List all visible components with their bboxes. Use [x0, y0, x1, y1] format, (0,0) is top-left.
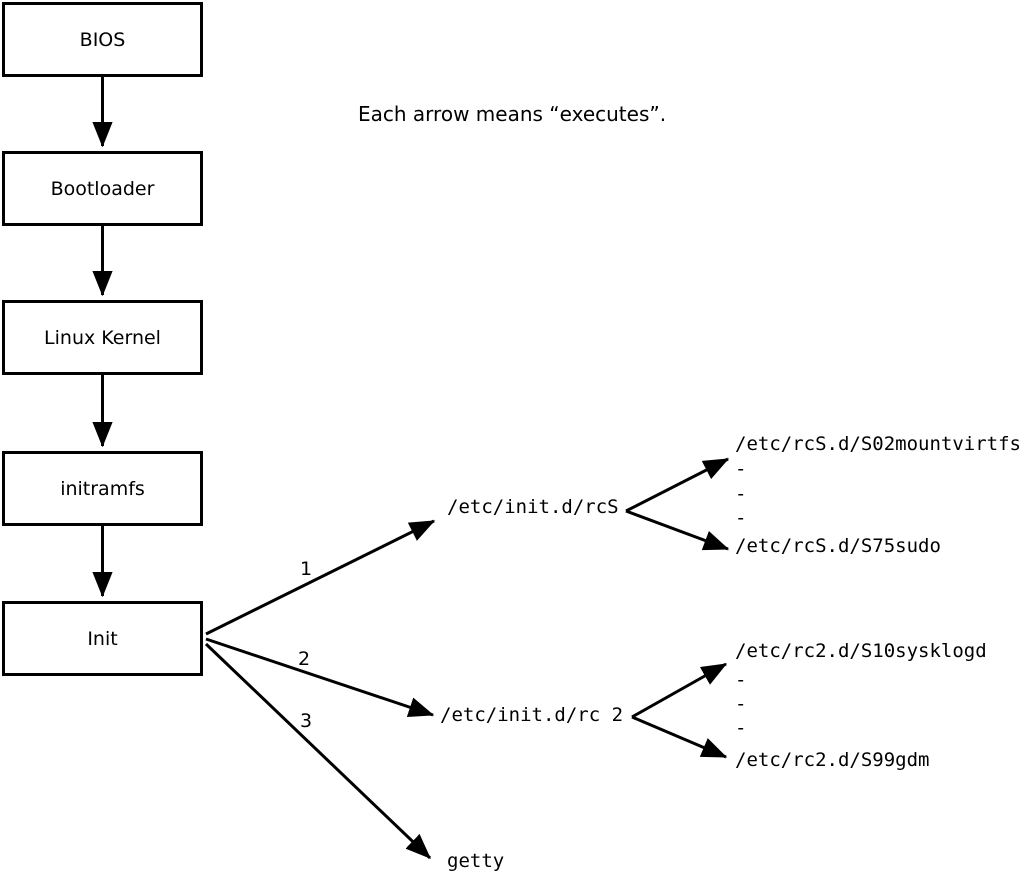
branch-2-target: /etc/init.d/rc 2 — [440, 704, 624, 726]
arrow-init-to-rc2 — [205, 637, 435, 717]
rcs-script-last: /etc/rcS.d/S75sudo — [735, 535, 941, 557]
arrow-init-to-getty — [204, 642, 432, 860]
node-initramfs-label: initramfs — [60, 477, 145, 500]
node-linux-kernel: Linux Kernel — [2, 300, 203, 375]
node-linux-kernel-label: Linux Kernel — [44, 326, 161, 349]
rc2-script-first: /etc/rc2.d/S10sysklogd — [735, 640, 987, 662]
node-bootloader: Bootloader — [2, 151, 203, 226]
branch-1-target: /etc/init.d/rcS — [447, 496, 619, 518]
rcs-script-ellipsis-3: - — [735, 507, 747, 529]
branch-2-number: 2 — [298, 648, 311, 670]
rcs-script-first: /etc/rcS.d/S02mountvirtfs — [735, 433, 1021, 455]
rc2-script-ellipsis-3: - — [735, 717, 747, 739]
rcs-script-ellipsis-1: - — [735, 458, 747, 480]
branch-1-number: 1 — [300, 558, 313, 580]
node-init-label: Init — [87, 627, 118, 650]
node-init: Init — [2, 601, 203, 676]
rc2-script-ellipsis-2: - — [735, 693, 747, 715]
node-bootloader-label: Bootloader — [50, 177, 155, 200]
branch-3-target: getty — [447, 850, 505, 872]
rcs-script-ellipsis-2: - — [735, 483, 747, 505]
rc2-script-ellipsis-1: - — [735, 669, 747, 691]
branch-3-number: 3 — [300, 710, 313, 732]
rc2-script-last: /etc/rc2.d/S99gdm — [735, 749, 930, 771]
arrow-rcs-to-last-script — [625, 509, 730, 551]
arrow-rcs-to-first-script — [625, 457, 730, 513]
node-bios: BIOS — [2, 2, 203, 77]
arrow-init-to-rcs — [205, 519, 436, 636]
arrow-rc2-to-first-script — [631, 662, 728, 719]
legend-note: Each arrow means “executes”. — [358, 102, 667, 126]
node-bios-label: BIOS — [79, 28, 126, 51]
node-initramfs: initramfs — [2, 451, 203, 526]
arrow-rc2-to-last-script — [631, 715, 728, 759]
